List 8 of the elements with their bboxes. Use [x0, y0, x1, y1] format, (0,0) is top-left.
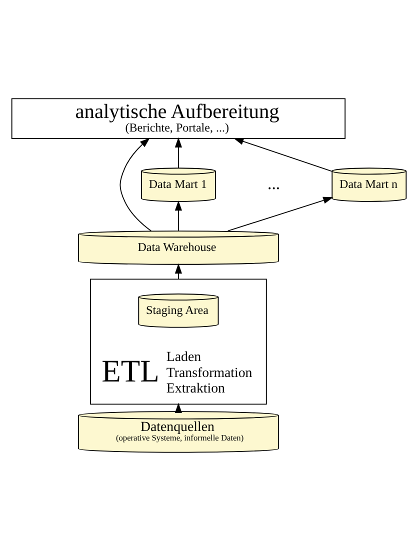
arrow — [174, 200, 182, 232]
label: ... — [268, 174, 280, 193]
arrow — [227, 196, 334, 232]
arrow — [120, 138, 152, 232]
arrow — [174, 137, 182, 168]
arrow — [174, 263, 182, 280]
node-box: analytische Aufbereitung (Berichte, Portale, ...) — [11, 98, 346, 139]
arrow — [233, 138, 332, 172]
